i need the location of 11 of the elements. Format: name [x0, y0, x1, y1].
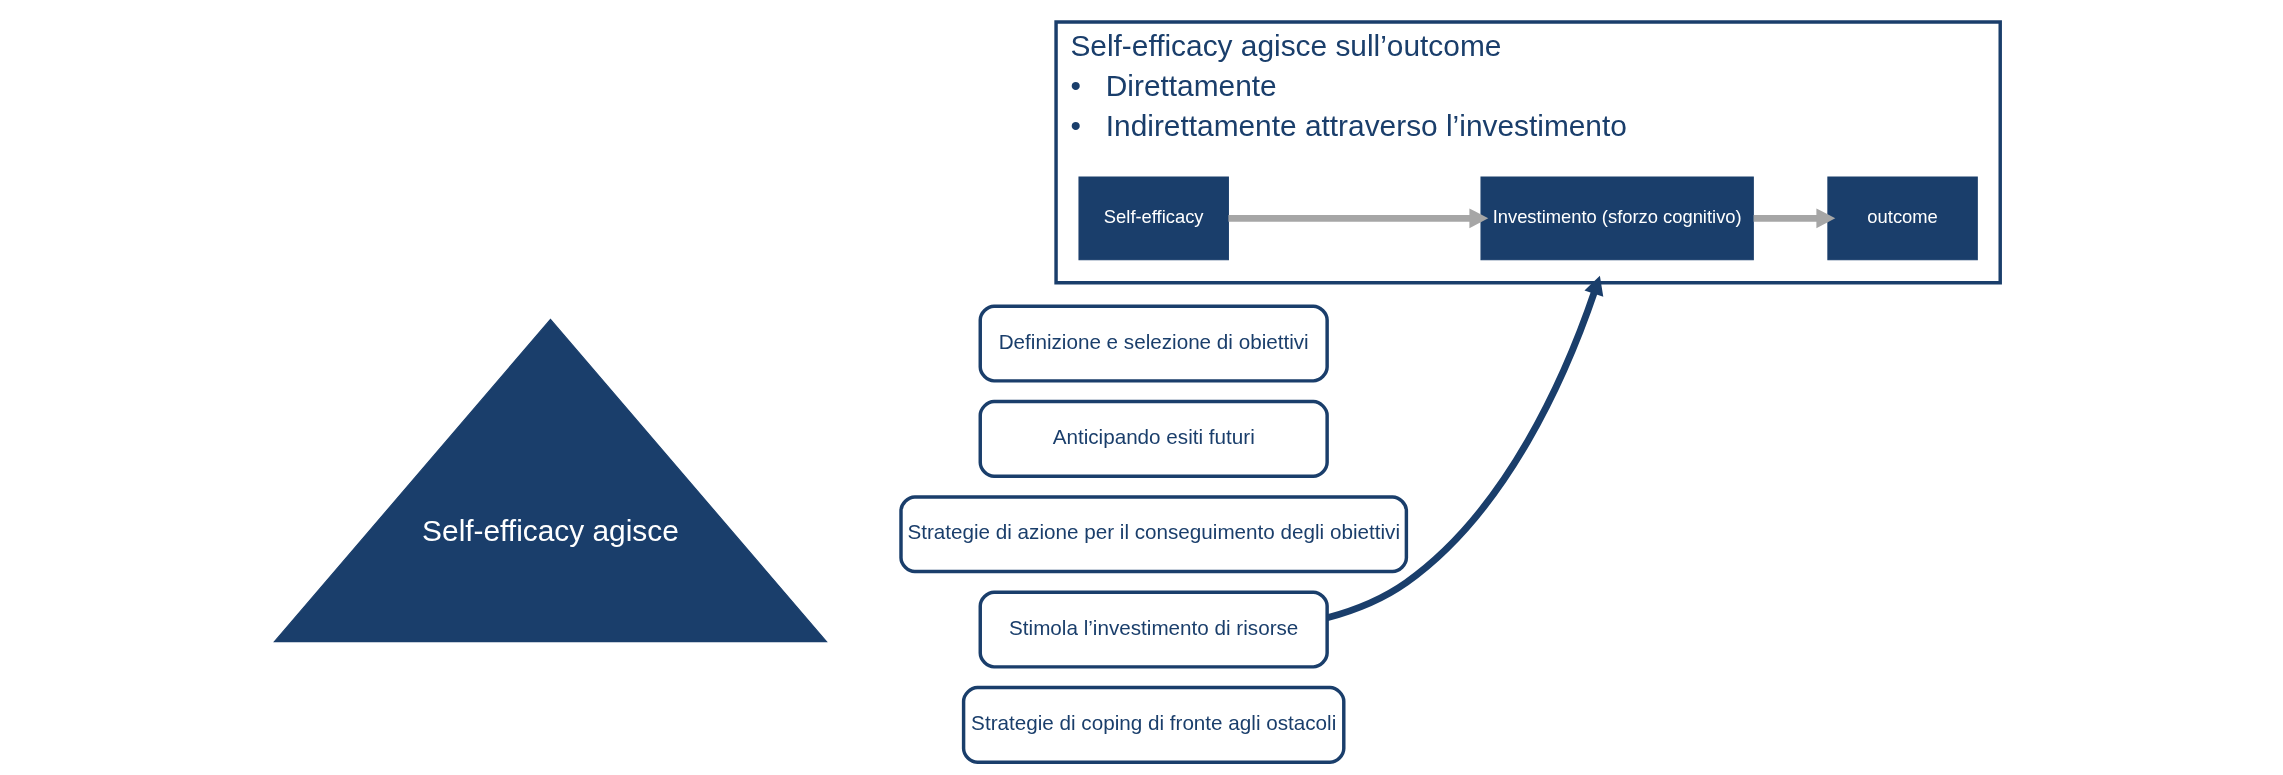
node-box: Anticipando esiti futuri — [978, 399, 1329, 478]
node-box: outcome — [1826, 176, 1978, 261]
arrow — [1753, 208, 1835, 229]
node-box: Strategie di coping di fronte agli ostacoli — [961, 685, 1345, 764]
node-box: Self-efficacy — [1077, 176, 1229, 261]
node-box: Strategie di azione per il conseguimento degli obiettivi — [898, 495, 1408, 574]
node-box: Stimola l’investimento di risorse — [978, 590, 1329, 669]
arrow — [1325, 275, 1603, 622]
node-box: Investimento (sforzo cognitivo) — [1479, 176, 1754, 261]
arrow — [1227, 208, 1488, 229]
node-box: Definizione e selezione di obiettivi — [978, 304, 1329, 383]
